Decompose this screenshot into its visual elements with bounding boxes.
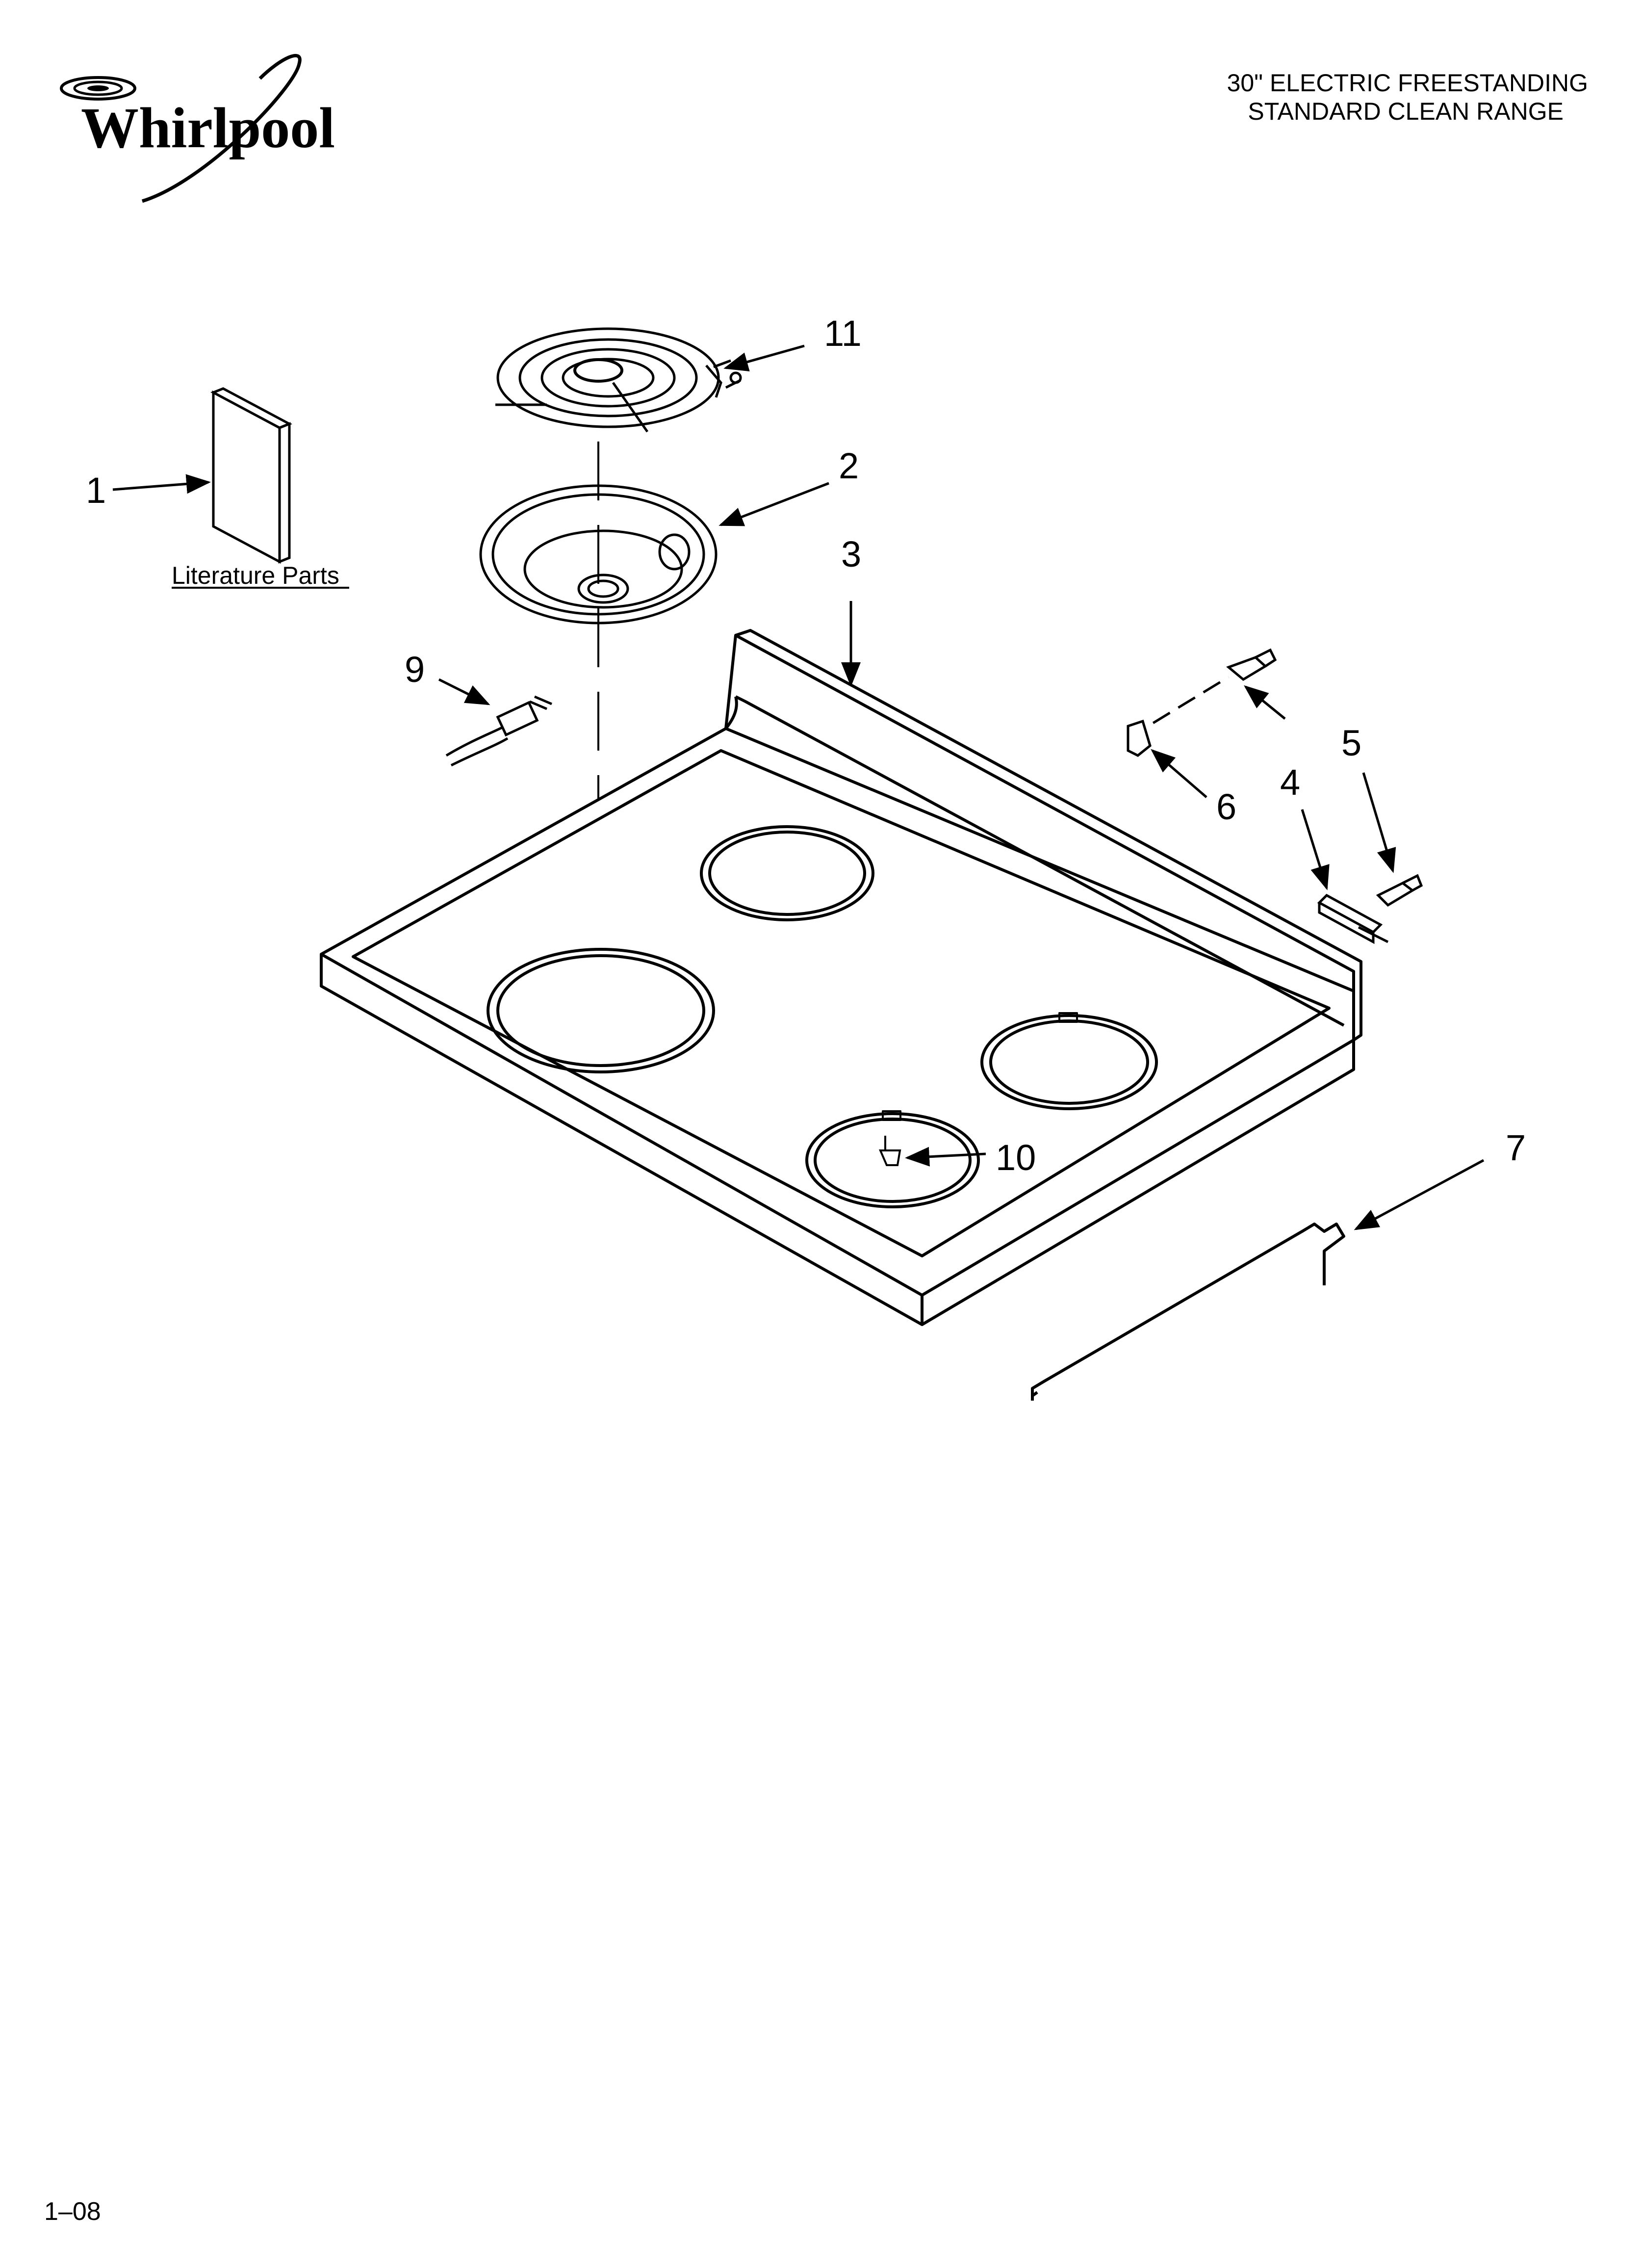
callout-3: 3: [841, 534, 861, 574]
callout-2: 2: [839, 445, 859, 486]
page-number: 1–08: [44, 2197, 101, 2226]
whirlpool-logo: Whirlpool: [60, 53, 335, 203]
callout-4: 4: [1280, 762, 1300, 803]
clip-6: [1127, 719, 1152, 757]
support-rod-7: [1031, 1223, 1345, 1401]
diagram-title-line1: 30" ELECTRIC FREESTANDING: [1227, 69, 1588, 97]
callout-6: 6: [1216, 786, 1236, 827]
surface-element: [495, 327, 742, 433]
terminal-block: [445, 695, 552, 767]
screw-10: [878, 1136, 901, 1166]
callout-9: 9: [405, 649, 425, 690]
bracket-4: [1317, 893, 1389, 944]
callout-5: 5: [1341, 723, 1361, 763]
leader-arrows: [112, 344, 1485, 1230]
cooktop: [320, 629, 1362, 1326]
screw-5-lower: [1376, 874, 1423, 907]
callout-10: 10: [996, 1137, 1036, 1178]
callout-numbers: 1 2 3 4 5 6 7 9 10 11: [86, 313, 1526, 1178]
callout-7: 7: [1506, 1127, 1526, 1168]
literature-booklet: [210, 387, 292, 564]
screw-5-upper: [1127, 648, 1277, 740]
callout-1: 1: [86, 470, 106, 511]
diagram-title-line2: STANDARD CLEAN RANGE: [1248, 98, 1564, 125]
brand-logo-text: Whirlpool: [81, 96, 335, 160]
callout-11: 11: [824, 313, 862, 354]
literature-label: Literature Parts: [172, 562, 339, 589]
